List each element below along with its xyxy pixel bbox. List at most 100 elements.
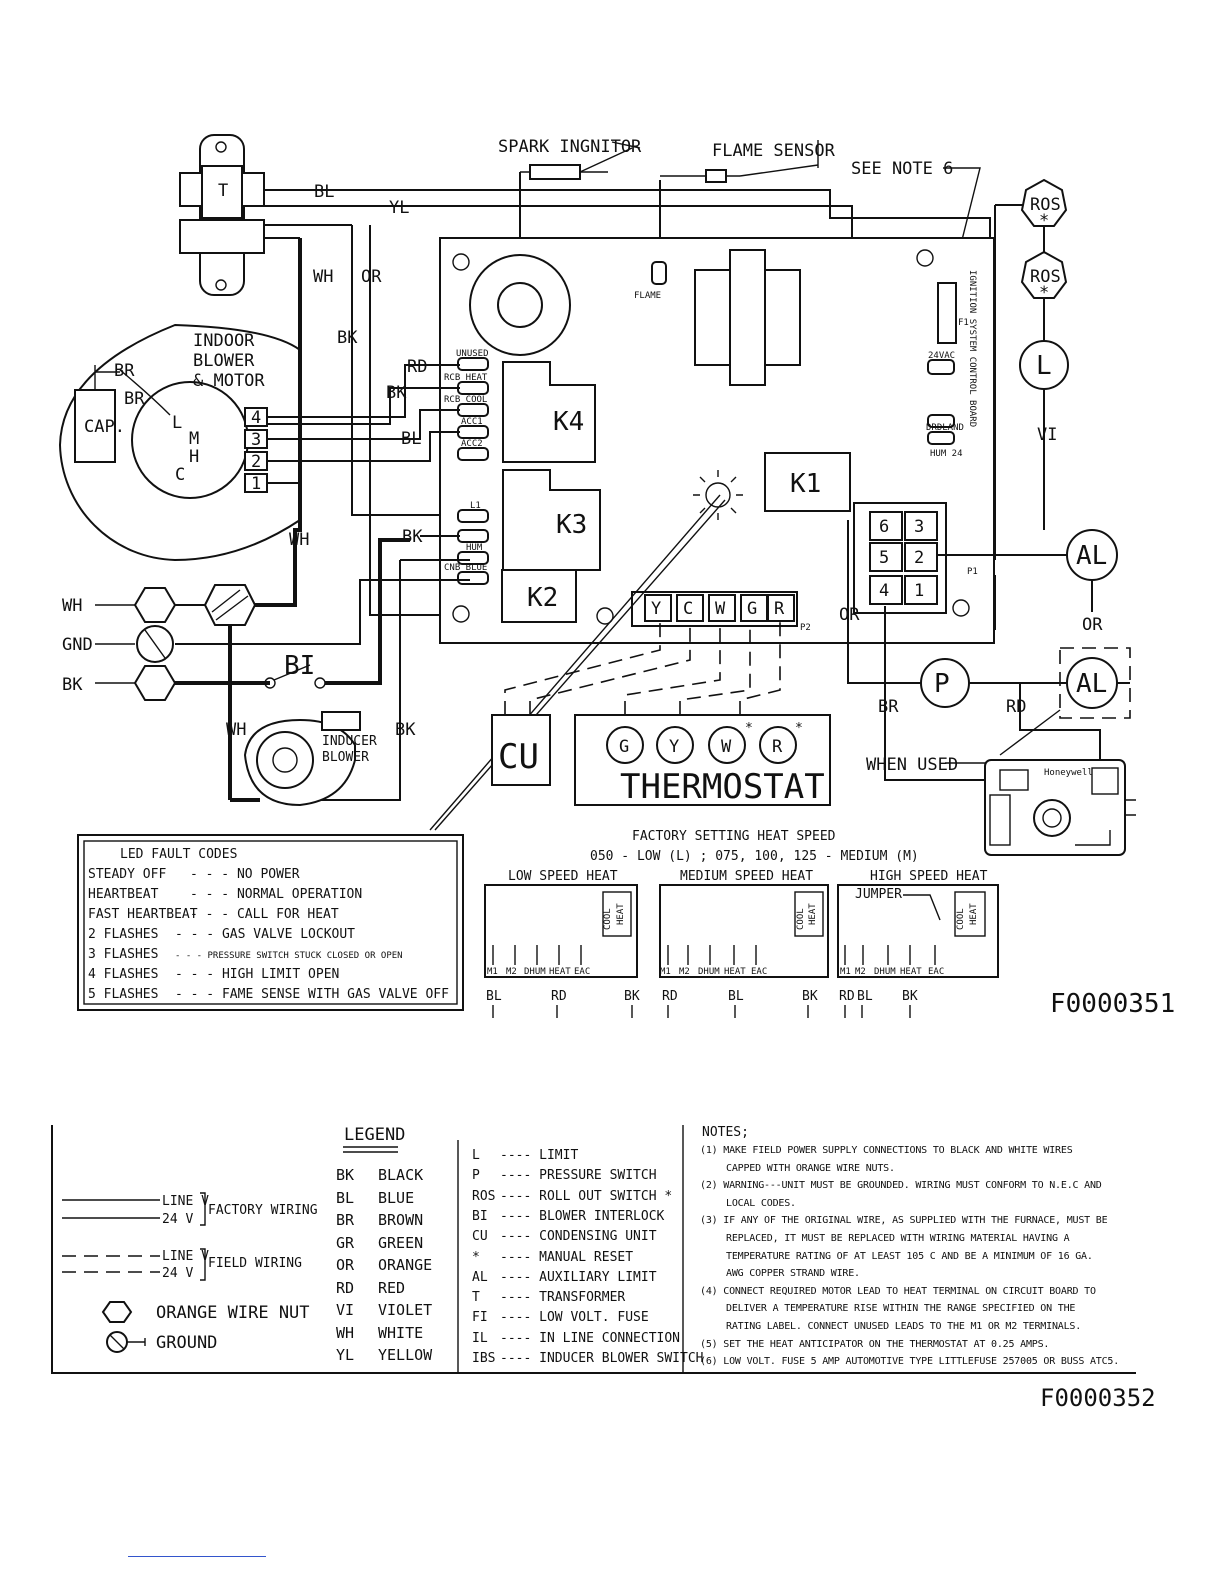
motor-tap-l: L bbox=[172, 413, 182, 433]
speed-high-pin-3: HEAT bbox=[900, 967, 922, 977]
transformer-label: T bbox=[218, 181, 228, 201]
legend-abbr-desc: ---- PRESSURE SWITCH bbox=[500, 1168, 657, 1184]
legend-24v-2: 24 V bbox=[162, 1266, 193, 1281]
legend-abbr-key: IL bbox=[472, 1330, 488, 1346]
legend-nut: ORANGE WIRE NUT bbox=[156, 1303, 310, 1323]
lead-bk-label: BK bbox=[386, 383, 407, 403]
note-line: TEMPERATURE RATING OF AT LEAST 105 C AND… bbox=[726, 1250, 1093, 1262]
thermostat-label: THERMOSTAT bbox=[620, 767, 825, 807]
note-line: AWG COPPER STRAND WIRE. bbox=[726, 1268, 860, 1280]
plug-pin-6: 6 bbox=[879, 517, 889, 537]
legend-color-name: RED bbox=[378, 1278, 406, 1297]
transformer: T bbox=[179, 134, 265, 296]
legend-color-abbr: VI bbox=[336, 1301, 355, 1319]
legend-abbr-desc: ---- CONDENSING UNIT bbox=[500, 1229, 657, 1245]
note-line: (4) CONNECT REQUIRED MOTOR LEAD TO HEAT … bbox=[700, 1285, 1096, 1297]
inducer-bk-label: BK bbox=[395, 720, 416, 740]
wire-label-or: OR bbox=[361, 267, 382, 287]
note-line: (2) WARNING---UNIT MUST BE GROUNDED. WIR… bbox=[700, 1180, 1102, 1192]
led-title: LED FAULT CODES bbox=[120, 847, 237, 862]
legend-line-v-2: LINE V bbox=[162, 1249, 209, 1264]
speed-low-pin-1: M2 bbox=[506, 967, 517, 977]
note-line: (1) MAKE FIELD POWER SUPPLY CONNECTIONS … bbox=[700, 1145, 1073, 1156]
lowvolt-terminals bbox=[644, 594, 795, 622]
speed-low-side-0: COOL bbox=[603, 908, 613, 930]
note-line: (3) IF ANY OF THE ORIGINAL WIRE, AS SUPP… bbox=[700, 1215, 1108, 1227]
gas-valve bbox=[984, 759, 1136, 856]
board-hum-label: HUM bbox=[466, 543, 483, 553]
led-row-0-code: STEADY OFF bbox=[88, 867, 166, 882]
cap-br-label-1: BR bbox=[114, 361, 135, 381]
see-note-label: SEE NOTE 6 bbox=[851, 159, 953, 179]
motor-tap-h: H bbox=[189, 447, 199, 467]
legend-abbr-key: T bbox=[472, 1290, 480, 1306]
legend-color-name: BLUE bbox=[378, 1188, 415, 1207]
speed-high-side-1: HEAT bbox=[969, 903, 979, 925]
legend-abbr-key: IBS bbox=[472, 1351, 496, 1366]
motor-leads bbox=[267, 364, 460, 484]
ros1-star: * bbox=[1039, 211, 1049, 231]
led-row-1-desc: - - - NORMAL OPERATION bbox=[190, 887, 362, 902]
inducer-wh-label: WH bbox=[226, 720, 246, 740]
legend-abbr-desc: ---- ROLL OUT SWITCH * bbox=[500, 1188, 673, 1204]
speed-low-pin-0: M1 bbox=[487, 967, 498, 977]
speed-high-pin-2: DHUM bbox=[874, 967, 896, 977]
legend-color-name: WHITE bbox=[378, 1323, 424, 1342]
speed-high-wire-2: BK bbox=[902, 989, 918, 1004]
legend-abbr-desc: ---- IN LINE CONNECTION bbox=[500, 1330, 681, 1346]
note-line: CAPPED WITH ORANGE WIRE NUTS. bbox=[726, 1162, 895, 1174]
valve-brand-label: Honeywell bbox=[1044, 768, 1093, 778]
orange-wire-nut-icon bbox=[101, 1301, 133, 1323]
limit-label: L bbox=[1036, 351, 1052, 381]
board-acc1-label: ACC1 bbox=[461, 417, 483, 427]
lv-terminal-w: W bbox=[715, 599, 726, 619]
legend-abbr-key: BI bbox=[472, 1208, 488, 1224]
speed-low-side-1: HEAT bbox=[616, 903, 626, 925]
legend-abbr-key: P bbox=[472, 1168, 480, 1184]
tstat-star-w: * bbox=[745, 721, 753, 736]
tstat-star-r: * bbox=[795, 721, 803, 736]
note-line: REPLACED, IT MUST BE REPLACED WITH WIRIN… bbox=[726, 1233, 1070, 1244]
lv-terminal-g: G bbox=[747, 599, 757, 619]
legend-abbr-key: FI bbox=[472, 1310, 488, 1326]
led-row-4-code: 3 FLASHES bbox=[88, 947, 158, 962]
speed-box-high bbox=[837, 884, 999, 978]
legend-abbr-key: L bbox=[472, 1148, 480, 1163]
relay-k1-label: K1 bbox=[790, 469, 821, 499]
speed-med-side-1: HEAT bbox=[808, 903, 818, 925]
speed-high-pin-4: EAC bbox=[928, 967, 944, 977]
limit-plug bbox=[853, 502, 947, 614]
field-wiring bbox=[429, 494, 781, 831]
ros2-star: * bbox=[1039, 283, 1049, 303]
note-line: RATING LABEL. CONNECT UNUSED LEADS TO TH… bbox=[726, 1321, 1082, 1332]
terminal-2: 2 bbox=[251, 452, 261, 472]
indoor-blower-label-1: INDOOR bbox=[193, 331, 255, 351]
legend-color-name: GREEN bbox=[378, 1233, 424, 1252]
supply-wh-label: WH bbox=[62, 596, 82, 616]
cu-label: CU bbox=[498, 737, 539, 777]
wire-label-rd: RD bbox=[1006, 697, 1026, 717]
notes-title: NOTES; bbox=[702, 1125, 749, 1140]
speed-high-title: HIGH SPEED HEAT bbox=[870, 869, 988, 884]
flame-sensor-label: FLAME SENSOR bbox=[712, 141, 836, 161]
speed-high-jumper: JUMPER bbox=[855, 887, 902, 902]
ros1-label: ROS bbox=[1030, 195, 1061, 215]
cap-br-label-2: BR bbox=[124, 389, 145, 409]
lead-wh-label: WH bbox=[289, 530, 309, 550]
board-hum24-label: HUM 24 bbox=[930, 449, 963, 459]
relay-k4-label: K4 bbox=[553, 407, 584, 437]
speed-low-pin-4: EAC bbox=[574, 967, 590, 977]
speed-box-medium bbox=[659, 884, 829, 978]
legend-color-abbr: BR bbox=[336, 1211, 355, 1229]
legend-abbr-key: CU bbox=[472, 1229, 488, 1245]
legend-abbr-key: ROS bbox=[472, 1188, 496, 1204]
led-row-5-code: 4 FLASHES bbox=[88, 967, 158, 982]
lead-rd-label: RD bbox=[407, 357, 427, 377]
speed-low-wire-2: BK bbox=[624, 989, 640, 1004]
figure-id-bottom: F0000352 bbox=[1040, 1384, 1156, 1412]
led-row-2-desc: - - - CALL FOR HEAT bbox=[190, 907, 339, 922]
legend-abbr-desc: ---- TRANSFORMER bbox=[500, 1290, 626, 1306]
board-rcb-cool-label: RCB COOL bbox=[444, 395, 487, 405]
wire-label-bk: BK bbox=[337, 328, 358, 348]
